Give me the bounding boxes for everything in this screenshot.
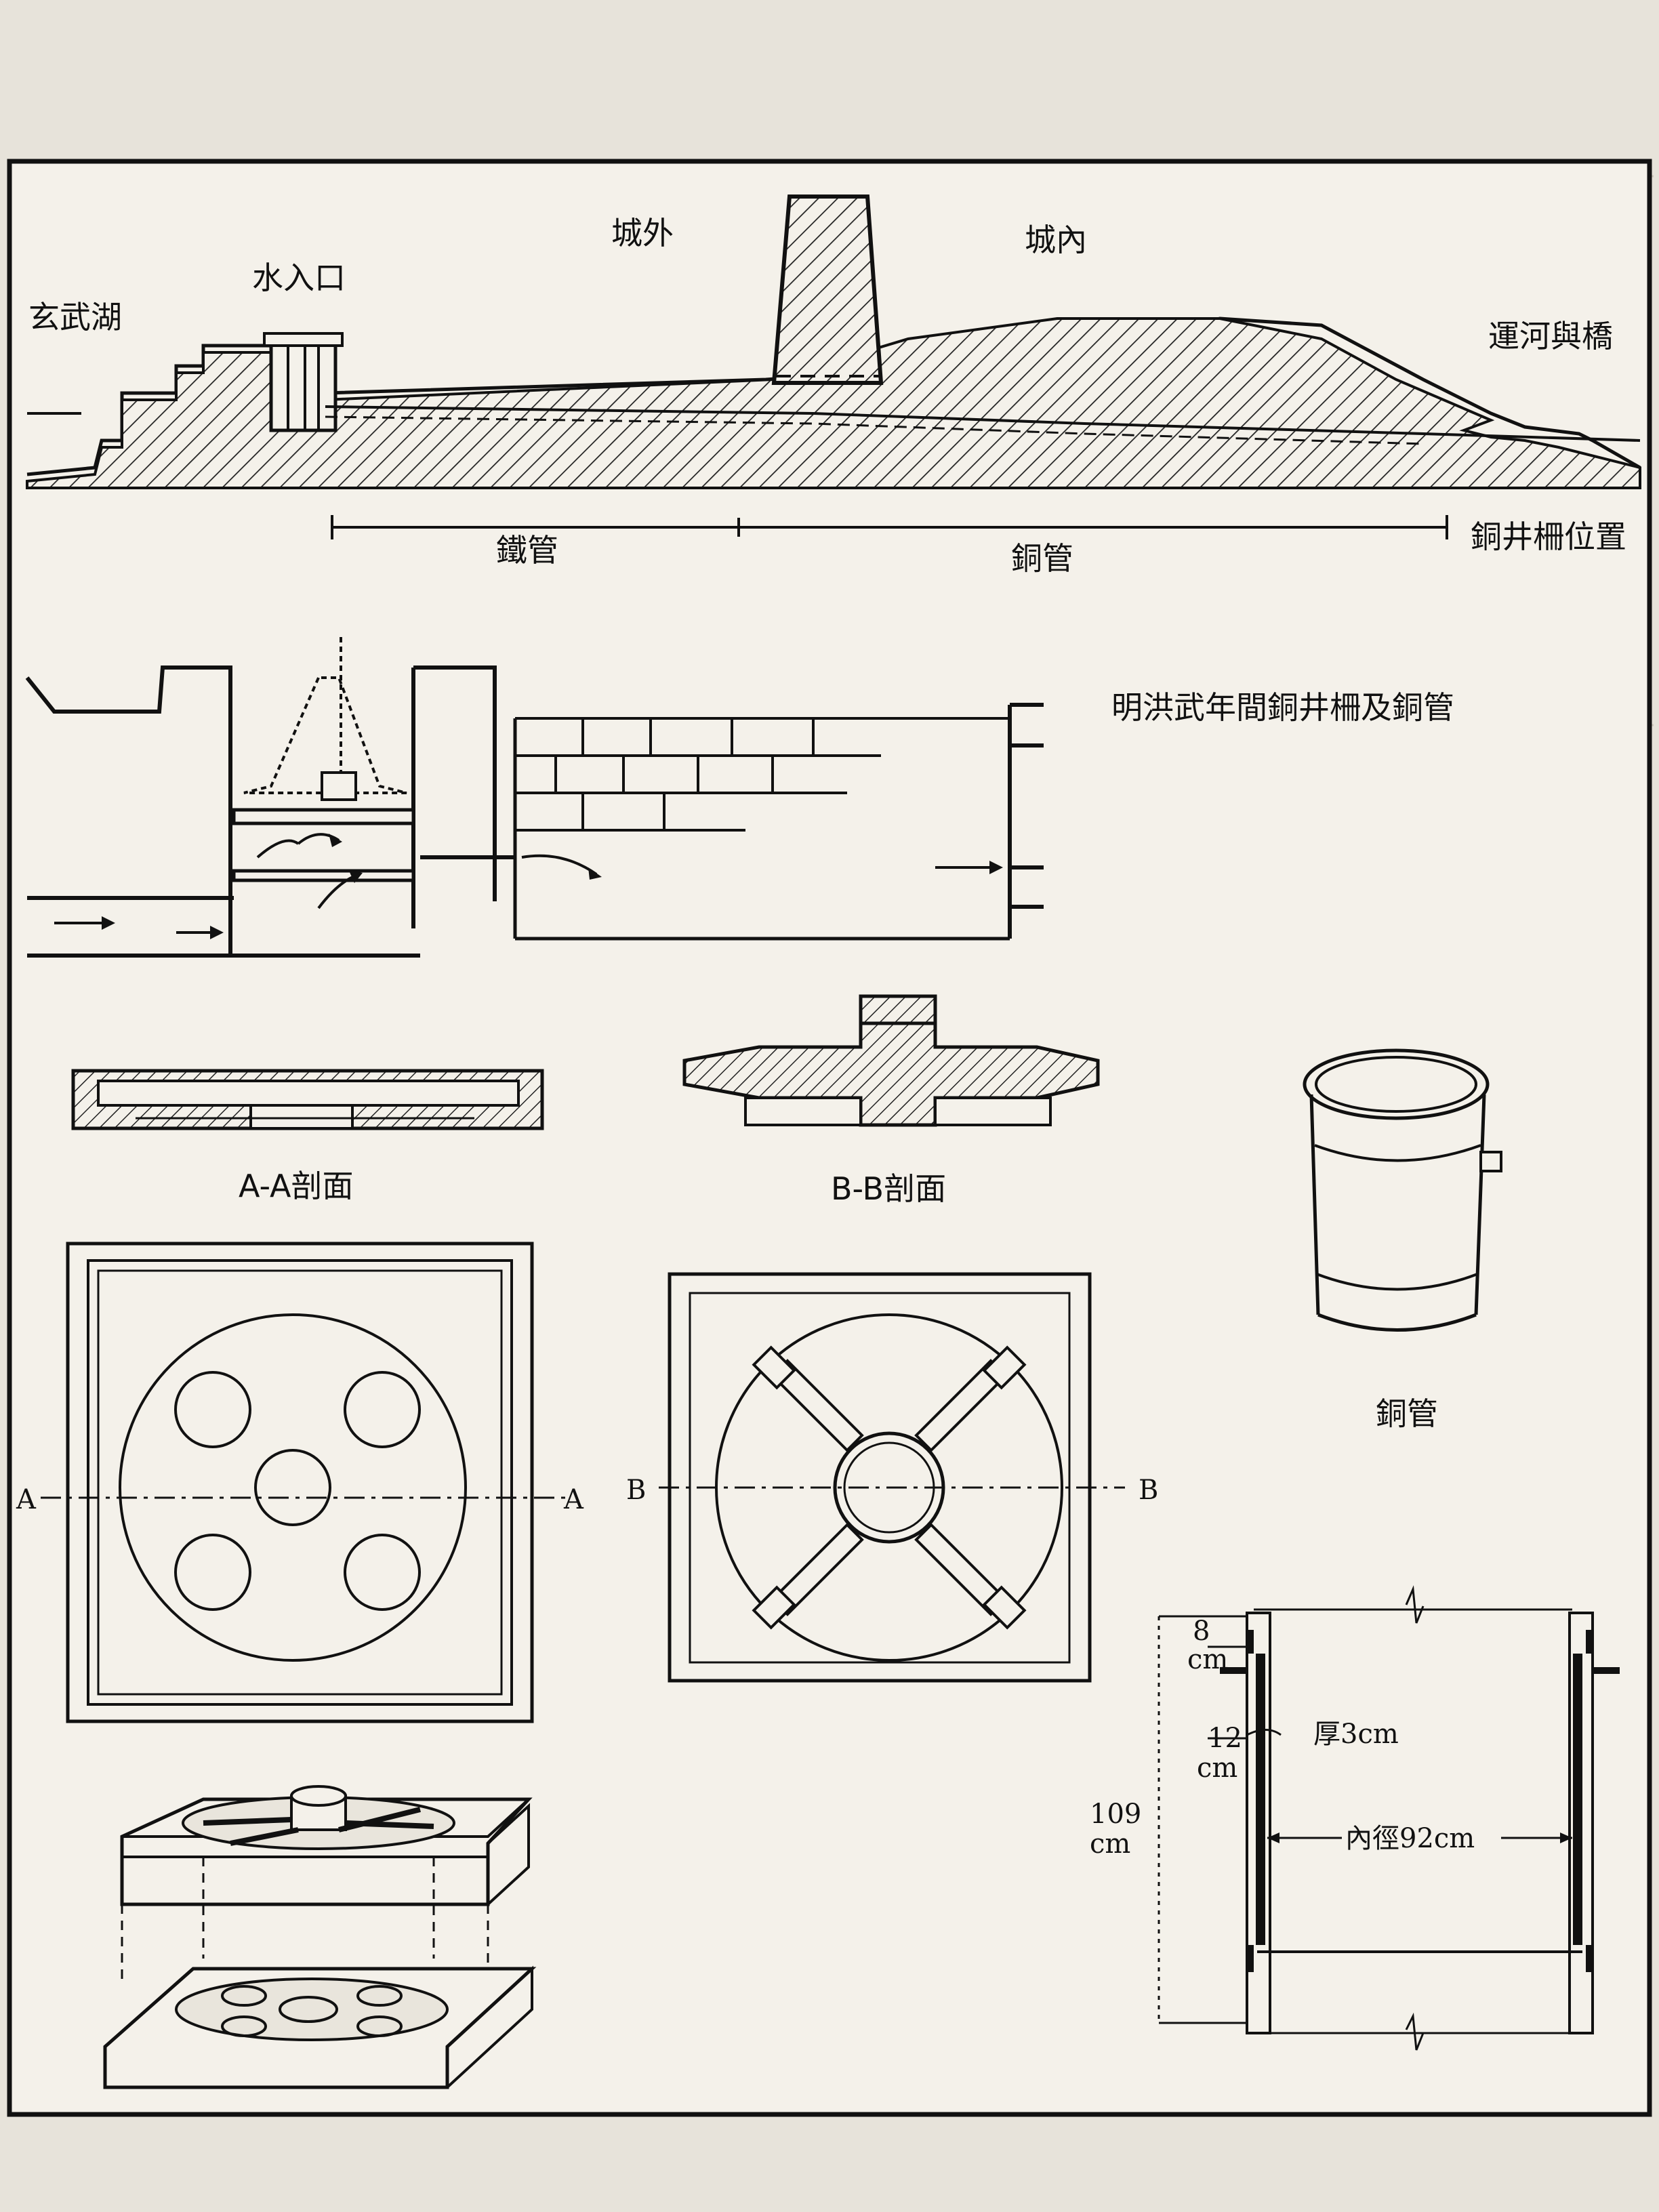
- section-mark-b-left: B: [626, 1475, 646, 1506]
- dim-height-unit: cm: [1090, 1828, 1130, 1860]
- section-mark-a-right: A: [563, 1484, 584, 1515]
- dim-top-value: 8: [1193, 1616, 1210, 1647]
- label-copper-grate-position: 銅井柵位置: [1471, 518, 1626, 555]
- section-bb-drawing: [682, 994, 1100, 1127]
- label-canal-bridge: 運河與橋: [1488, 318, 1613, 354]
- dim-inner-diameter: 內徑92cm: [1345, 1823, 1475, 1854]
- profile-section: [26, 194, 1641, 539]
- label-iron-pipe: 鐵管: [496, 532, 558, 569]
- section-aa-drawing: [71, 1069, 544, 1130]
- figure-title: 明洪武年間銅井柵及銅管: [1111, 689, 1454, 726]
- label-outside-city: 城外: [611, 215, 674, 251]
- dim-top-unit: cm: [1187, 1644, 1228, 1675]
- section-mark-a-left: A: [16, 1484, 37, 1515]
- copper-pipe-section-drawing: [1158, 1585, 1620, 2051]
- label-inside-city: 城內: [1025, 222, 1087, 258]
- copper-pipe-iso-drawing: [1303, 1048, 1502, 1332]
- label-water-inlet: 水入口: [252, 260, 346, 296]
- grate-chamber-section: [25, 637, 1044, 958]
- plan-a-drawing: [41, 1242, 566, 1723]
- isometric-grate-drawing: [103, 1785, 537, 2089]
- label-copper-pipe-detail: 銅管: [1376, 1395, 1438, 1432]
- label-copper-pipe: 銅管: [1011, 540, 1073, 577]
- dim-mid-value: 12: [1208, 1723, 1242, 1754]
- dim-height-value: 109: [1090, 1799, 1141, 1830]
- plan-b-drawing: [659, 1272, 1125, 1683]
- label-xuanwu-lake: 玄武湖: [28, 299, 122, 335]
- dim-mid-unit: cm: [1197, 1753, 1237, 1784]
- dim-thickness: 厚3cm: [1313, 1719, 1399, 1750]
- label-section-aa: A-A剖面: [239, 1168, 354, 1204]
- label-section-bb: B-B剖面: [831, 1170, 946, 1207]
- section-mark-b-right: B: [1139, 1475, 1158, 1506]
